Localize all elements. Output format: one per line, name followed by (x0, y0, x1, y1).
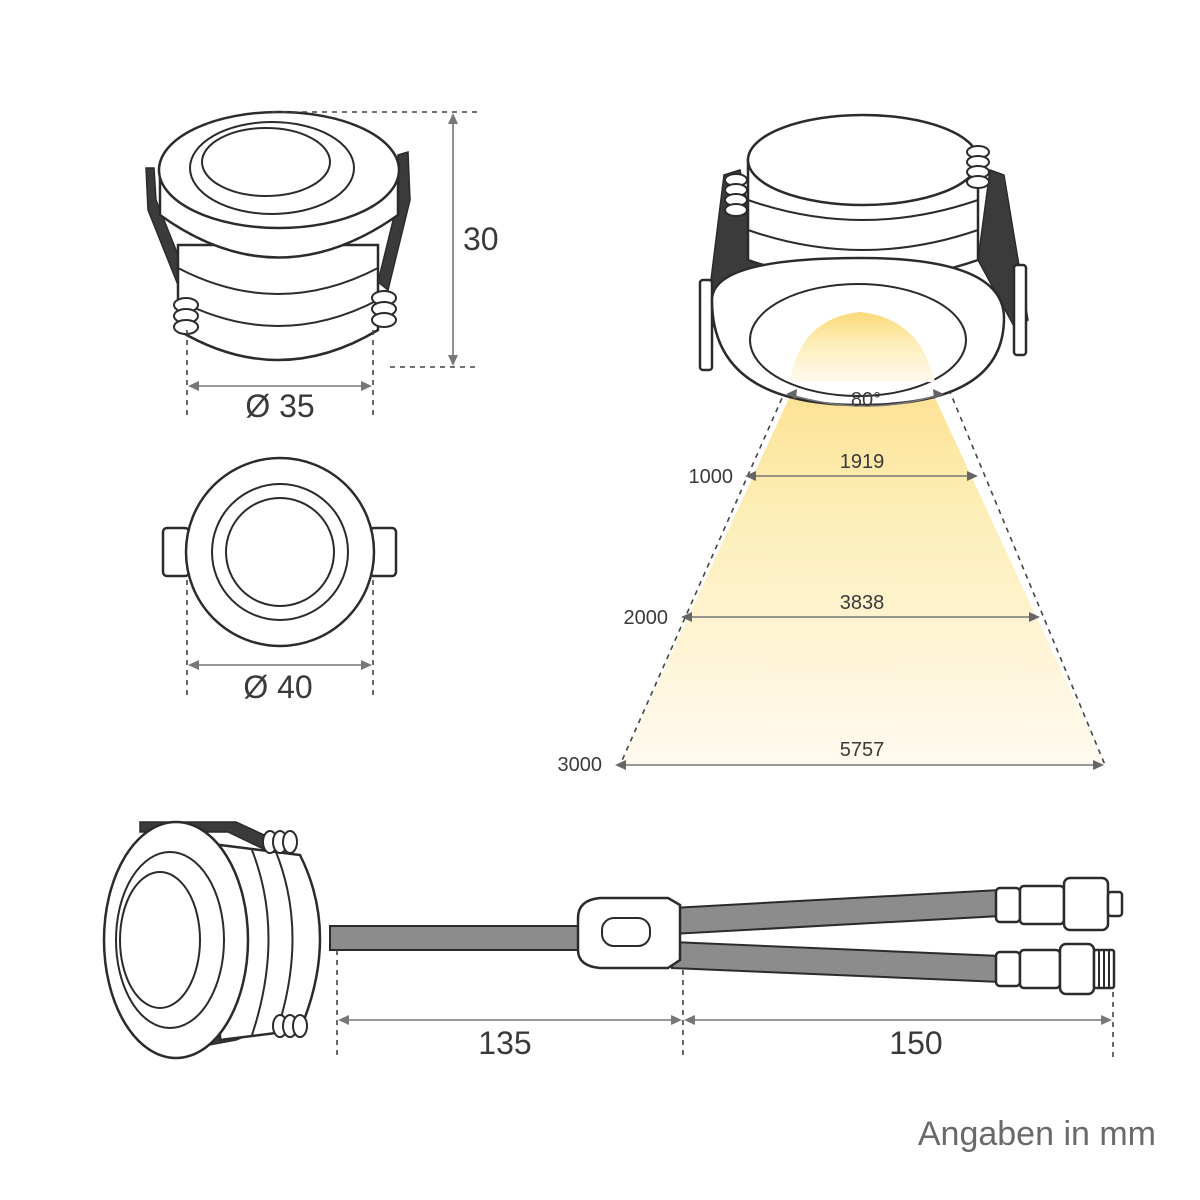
connector-male (994, 942, 1116, 996)
cable-view-lamp-face (102, 820, 250, 1060)
spring-left (173, 297, 199, 335)
cable-branch-lower (671, 940, 1001, 984)
width-label-3838: 3838 (840, 592, 885, 614)
connector-female (994, 876, 1124, 932)
width-label-5757: 5757 (840, 739, 885, 761)
light-emitter (790, 312, 935, 382)
cable-length-label-135: 135 (478, 1025, 531, 1061)
light-cone (620, 309, 1105, 765)
main-cable (329, 925, 591, 951)
height-label: 30 (463, 221, 499, 257)
side-view-body (176, 243, 380, 362)
cable-length-label-150: 150 (889, 1025, 942, 1061)
top-diameter-label: Ø 40 (243, 669, 312, 705)
units-note: Angaben in mm (918, 1115, 1156, 1153)
side-diameter-label: Ø 35 (245, 388, 314, 424)
top-view-outer-ring (184, 456, 376, 648)
beam-view: 80° 1000 1919 2000 3838 3000 5757 (558, 113, 1106, 776)
cable-spring-top (262, 830, 298, 854)
beam-spring-right (966, 145, 990, 189)
spring-right (371, 290, 397, 328)
beam-angle-label: 80° (851, 389, 881, 411)
cable-branch-upper (671, 888, 1001, 936)
cable-splitter (576, 896, 682, 970)
distance-label-2000: 2000 (624, 607, 669, 629)
side-view: 30 Ø 35 (145, 110, 499, 424)
distance-label-1000: 1000 (689, 466, 734, 488)
beam-spring-left (724, 173, 748, 217)
distance-label-3000: 3000 (558, 754, 603, 776)
cable-spring-bottom (272, 1014, 308, 1038)
width-label-1919: 1919 (840, 451, 885, 473)
top-view: Ø 40 (161, 456, 398, 705)
cable-view: 135 150 (102, 820, 1124, 1061)
